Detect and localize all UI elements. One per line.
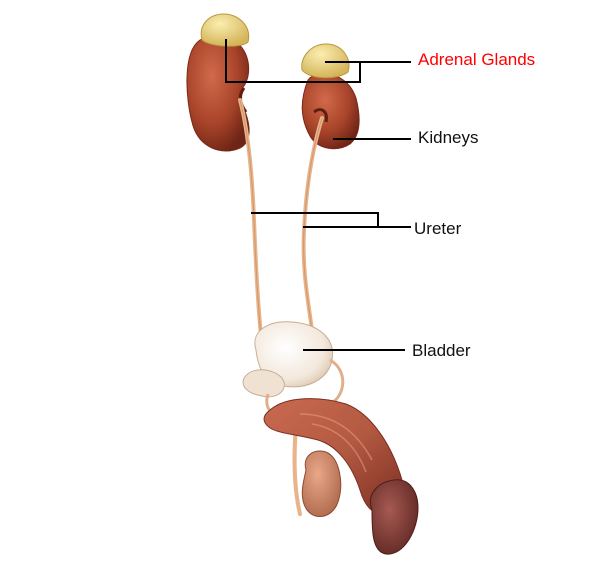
ureter-leader bbox=[251, 212, 411, 228]
right-adrenal-gland bbox=[301, 43, 350, 79]
vas-deferens-right bbox=[329, 358, 345, 406]
right-ureter-outline bbox=[303, 117, 323, 331]
label-bladder: Bladder bbox=[412, 341, 471, 360]
leader-lines bbox=[225, 39, 411, 351]
label-kidneys: Kidneys bbox=[418, 128, 479, 147]
adrenal-leader bbox=[225, 39, 411, 83]
right-ureter bbox=[301, 116, 324, 332]
left-kidney bbox=[186, 35, 250, 152]
right-kidney bbox=[301, 73, 360, 150]
glans bbox=[370, 479, 419, 555]
left-adrenal-gland bbox=[200, 13, 250, 47]
testis bbox=[301, 450, 342, 517]
prostate bbox=[242, 369, 285, 398]
label-ureter: Ureter bbox=[414, 219, 462, 238]
penis-texture bbox=[299, 413, 373, 473]
label-adrenal-glands: Adrenal Glands bbox=[418, 50, 536, 69]
left-ureter-outline bbox=[239, 99, 263, 346]
